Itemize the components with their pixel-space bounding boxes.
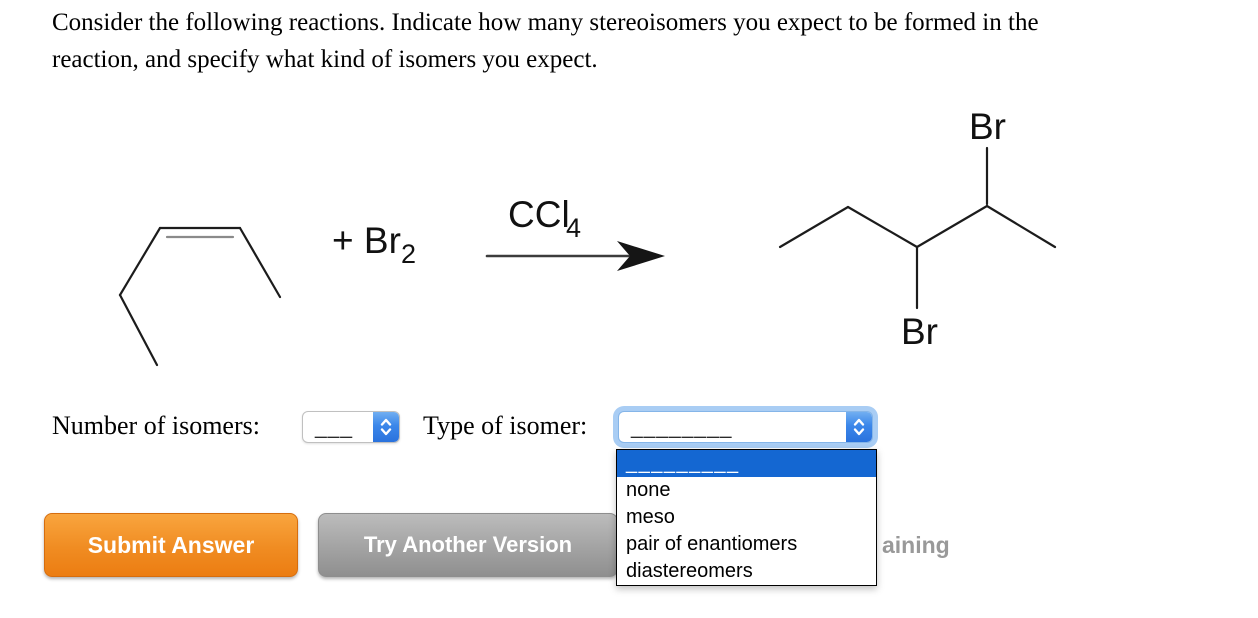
dropdown-option-meso[interactable]: meso bbox=[626, 506, 675, 528]
submit-answer-button[interactable]: Submit Answer bbox=[44, 513, 298, 577]
reaction-scheme: + Br 2 CCl 4 Br Br bbox=[118, 106, 1057, 367]
number-of-isomers-select[interactable]: ___ bbox=[302, 411, 400, 443]
stepper-arrows-icon bbox=[846, 412, 872, 442]
product-br-bottom-label: Br bbox=[901, 311, 938, 352]
type-of-isomer-label: Type of isomer: bbox=[423, 411, 588, 440]
product-structure: Br Br bbox=[778, 106, 1057, 352]
dropdown-option-none[interactable]: none bbox=[626, 479, 671, 501]
type-of-isomer-dropdown-menu: _________ none meso pair of enantiomers … bbox=[616, 449, 877, 586]
reaction-arrow bbox=[485, 241, 665, 271]
type-of-isomer-value: ________ bbox=[631, 416, 733, 439]
question-line-1: Consider the following reactions. Indica… bbox=[52, 9, 1039, 36]
number-of-isomers-label: Number of isomers: bbox=[52, 411, 260, 440]
number-of-isomers-value: ___ bbox=[315, 416, 354, 439]
reactant-structure bbox=[118, 226, 282, 367]
product-br-top-label: Br bbox=[969, 106, 1006, 147]
dropdown-option-blank[interactable]: _________ bbox=[617, 450, 876, 477]
dropdown-option-pair-of-enantiomers[interactable]: pair of enantiomers bbox=[626, 533, 798, 555]
solvent-subscript: 4 bbox=[566, 213, 581, 243]
bromine-reagent-label: + Br bbox=[332, 220, 401, 261]
dropdown-option-diastereomers[interactable]: diastereomers bbox=[626, 560, 753, 582]
stepper-arrows-icon bbox=[373, 412, 399, 442]
solvent-label: CCl bbox=[508, 194, 570, 235]
question-text: Consider the following reactions. Indica… bbox=[52, 4, 1248, 78]
try-another-version-button[interactable]: Try Another Version bbox=[318, 513, 618, 577]
question-line-2: reaction, and specify what kind of isome… bbox=[52, 46, 598, 73]
type-of-isomer-select[interactable]: ________ bbox=[618, 411, 873, 443]
attempts-remaining-text: aining bbox=[882, 532, 950, 558]
bromine-reagent-subscript: 2 bbox=[401, 239, 416, 269]
